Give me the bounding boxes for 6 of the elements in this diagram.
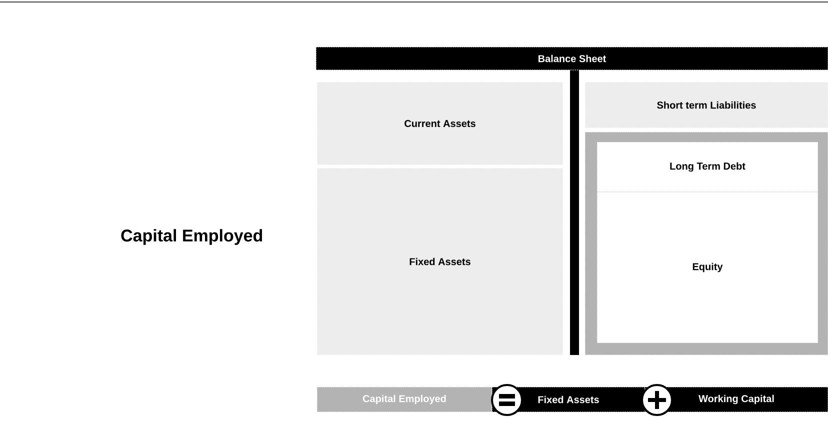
assets-box: Current Assets xyxy=(316,82,564,166)
assets-box: Fixed Assets xyxy=(316,168,564,356)
liabilities-box: Long Term Debt xyxy=(596,142,818,192)
heading-text: Capital Employed xyxy=(121,229,262,245)
liabilities-box: Short term Liabilities xyxy=(584,82,828,128)
formula-term: Capital Employed xyxy=(316,386,492,412)
